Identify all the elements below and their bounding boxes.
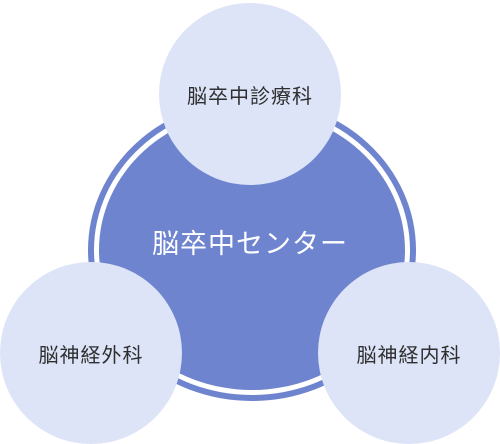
node-neurology-label: 脳神経内科 [356,342,462,367]
node-neurosurgery: 脳神経外科 [0,262,182,444]
node-neurosurgery-label: 脳神経外科 [38,342,144,367]
node-stroke-department-label: 脳卒中診療科 [187,83,313,108]
node-neurology: 脳神経内科 [318,262,500,444]
node-stroke-department: 脳卒中診療科 [159,3,341,185]
center-label: 脳卒中センター [152,229,348,260]
